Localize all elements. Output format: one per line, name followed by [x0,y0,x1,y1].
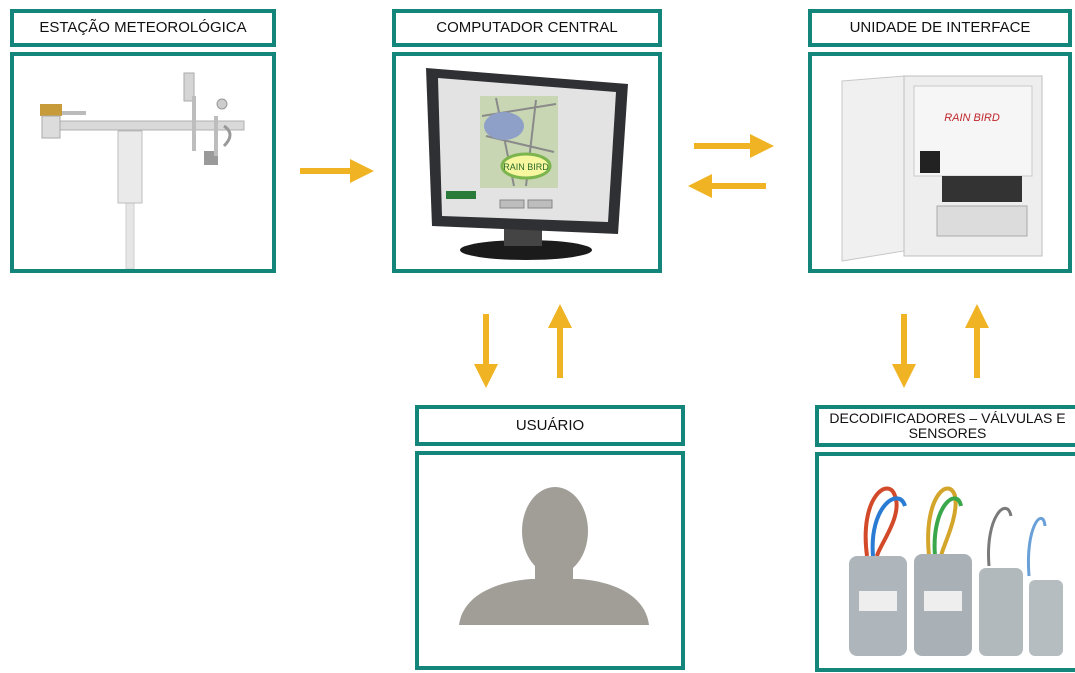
interface-unit-panel: RAIN BIRD [808,52,1072,273]
user-panel [415,451,685,670]
weather-station-label: ESTAÇÃO METEOROLÓGICA [10,9,276,47]
central-computer-panel: RAIN BIRD [392,52,662,273]
decoders-label: DECODIFICADORES – VÁLVULAS E SENSORES [815,405,1075,447]
decoders-icon [849,486,1063,656]
decoders-panel [815,452,1075,672]
user-silhouette-icon [459,487,649,625]
weather-station-panel [10,52,276,273]
interface-unit-label: UNIDADE DE INTERFACE [808,9,1072,47]
svg-text:RAIN BIRD: RAIN BIRD [944,112,1000,124]
central-computer-label: COMPUTADOR CENTRAL [392,9,662,47]
computer-monitor-icon: RAIN BIRD [426,68,628,260]
user-label: USUÁRIO [415,405,685,446]
svg-text:RAIN BIRD: RAIN BIRD [503,162,549,172]
interface-cabinet-icon: RAIN BIRD [841,75,1043,262]
weather-station-icon [40,72,245,269]
